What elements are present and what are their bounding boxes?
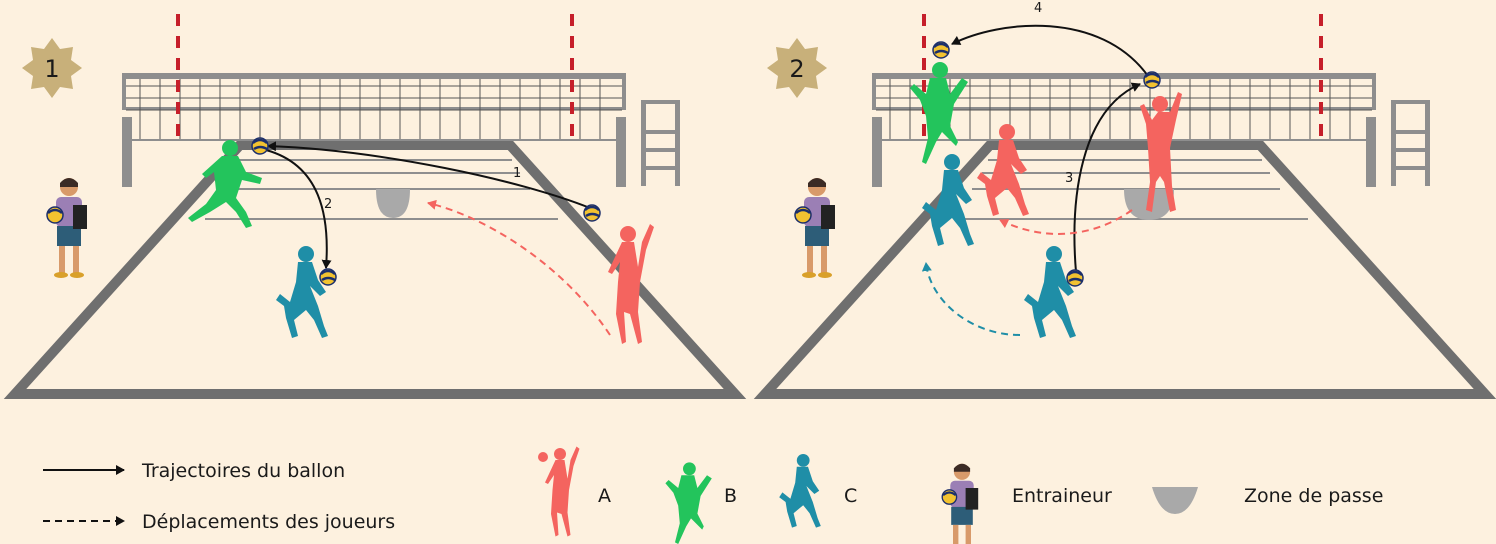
star-badge-icon: 2: [767, 38, 827, 98]
legend-player-movement: Déplacements des joueurs: [142, 511, 395, 533]
legend-pass-zone-icon: [1152, 487, 1198, 514]
ball-trajectory-4: [952, 26, 1148, 76]
legend-player-c-icon: [779, 454, 821, 528]
referee-chair-icon: [641, 100, 680, 186]
volleyball-icon: [252, 138, 268, 154]
trajectory-label-2: 2: [324, 197, 332, 212]
legend-player-b-icon: [665, 462, 711, 544]
pass-zone: [376, 189, 410, 218]
legend: Trajectoires du ballon Déplacements des …: [43, 447, 1383, 544]
legend-coach: Entraineur: [1012, 485, 1112, 507]
player-a-movement: [1000, 210, 1132, 234]
player-c-movement: [926, 263, 1020, 335]
player-c-silhouette: [1024, 246, 1076, 338]
volleyball-icon: [320, 269, 336, 285]
net: [122, 14, 626, 187]
legend-ball-dot: [538, 452, 548, 462]
legend-pass-zone: Zone de passe: [1244, 485, 1383, 507]
trajectory-label-3: 3: [1065, 171, 1073, 186]
svg-text:2: 2: [789, 55, 804, 83]
legend-coach-icon: [942, 464, 978, 544]
svg-text:1: 1: [44, 55, 59, 83]
star-badge-icon: 1: [22, 38, 82, 98]
referee-chair-icon: [1391, 100, 1430, 186]
legend-player-c: C: [844, 485, 857, 507]
volleyball-icon: [1067, 270, 1083, 286]
panel-1: 1 1 2: [15, 14, 735, 394]
coach-icon: [795, 178, 835, 278]
ball-trajectory-2: [266, 150, 327, 268]
panel-2: 2 3 4: [641, 1, 1485, 394]
trajectory-label-1: 1: [513, 166, 521, 181]
legend-player-b: B: [724, 485, 737, 507]
coach-icon: [47, 178, 87, 278]
legend-player-a: A: [598, 485, 611, 507]
player-a-silhouette: [608, 224, 654, 344]
player-a-silhouette: [977, 124, 1029, 216]
volleyball-icon: [933, 42, 949, 58]
volleyball-icon: [584, 205, 600, 221]
legend-player-a-icon: [545, 447, 580, 537]
player-c-silhouette: [276, 246, 328, 338]
volleyball-icon: [1144, 72, 1160, 88]
legend-ball-trajectory: Trajectoires du ballon: [141, 460, 345, 482]
trajectory-label-4: 4: [1034, 1, 1042, 16]
